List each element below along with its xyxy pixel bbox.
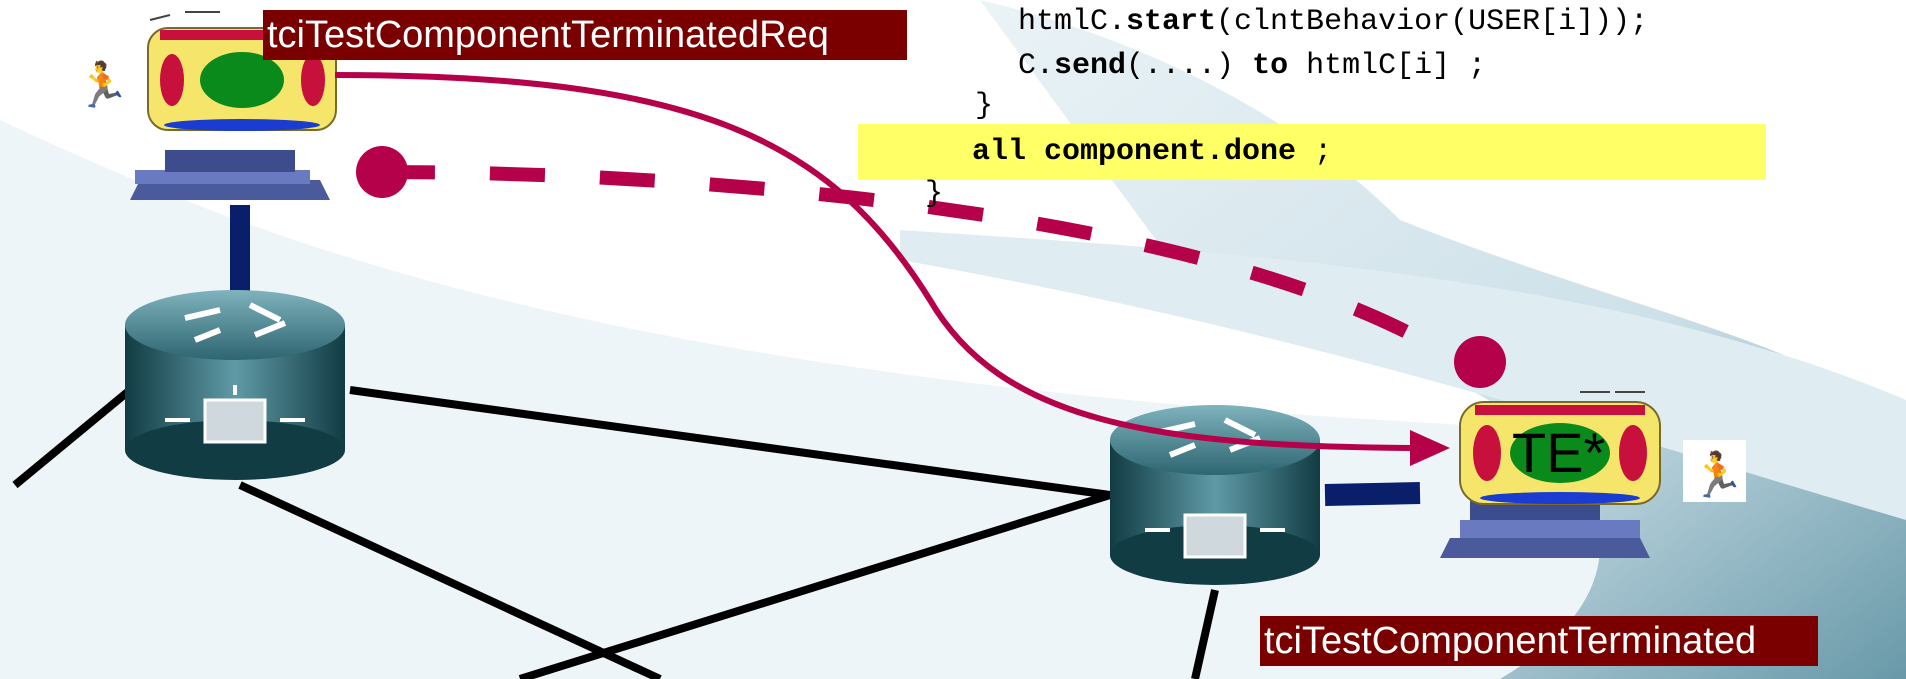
code-keyword: send — [1054, 49, 1127, 83]
dashed-connection-end-ball — [1454, 336, 1506, 388]
code-keyword: to — [1252, 49, 1289, 83]
code-text: (....) — [1126, 49, 1253, 83]
dashed-connection — [379, 165, 1444, 357]
arrow-head — [1410, 430, 1450, 466]
code-line-5: } — [925, 177, 944, 211]
terminated-label: tciTestComponentTerminated — [1260, 616, 1818, 666]
router-left — [125, 290, 345, 480]
running-figure-icon-left: 🏃 — [75, 60, 130, 111]
code-line-3: } — [975, 89, 994, 123]
dashed-connection-start-ball — [356, 146, 408, 198]
router-right — [1110, 405, 1320, 585]
code-line-1: htmlC.start(clntBehavior(USER[i])); — [1018, 4, 1648, 40]
computer-right — [1440, 391, 1661, 558]
code-highlight — [858, 124, 1766, 180]
code-keyword: all component.done — [972, 135, 1297, 169]
terminated-req-label: tciTestComponentTerminatedReq — [263, 10, 907, 60]
code-text: C. — [1018, 49, 1055, 83]
code-line-2: C.send(....) to htmlC[i] ; — [1018, 48, 1486, 84]
terminated-req-arrow — [334, 72, 1431, 451]
code-text: htmlC[i] ; — [1288, 49, 1487, 83]
running-figure-icon-right: 🏃 — [1690, 450, 1745, 501]
te-label: TE* — [1512, 421, 1606, 484]
code-text: ; — [1296, 135, 1333, 169]
code-text: (clntBehavior(USER[i])); — [1216, 5, 1649, 39]
cable-right — [1324, 482, 1421, 506]
code-keyword: start — [1126, 5, 1217, 39]
code-text: htmlC. — [1018, 5, 1127, 39]
network-cables — [12, 386, 1219, 679]
running-figure-icon-right-bg — [1683, 440, 1746, 502]
code-line-4: all component.done ; — [972, 134, 1332, 170]
